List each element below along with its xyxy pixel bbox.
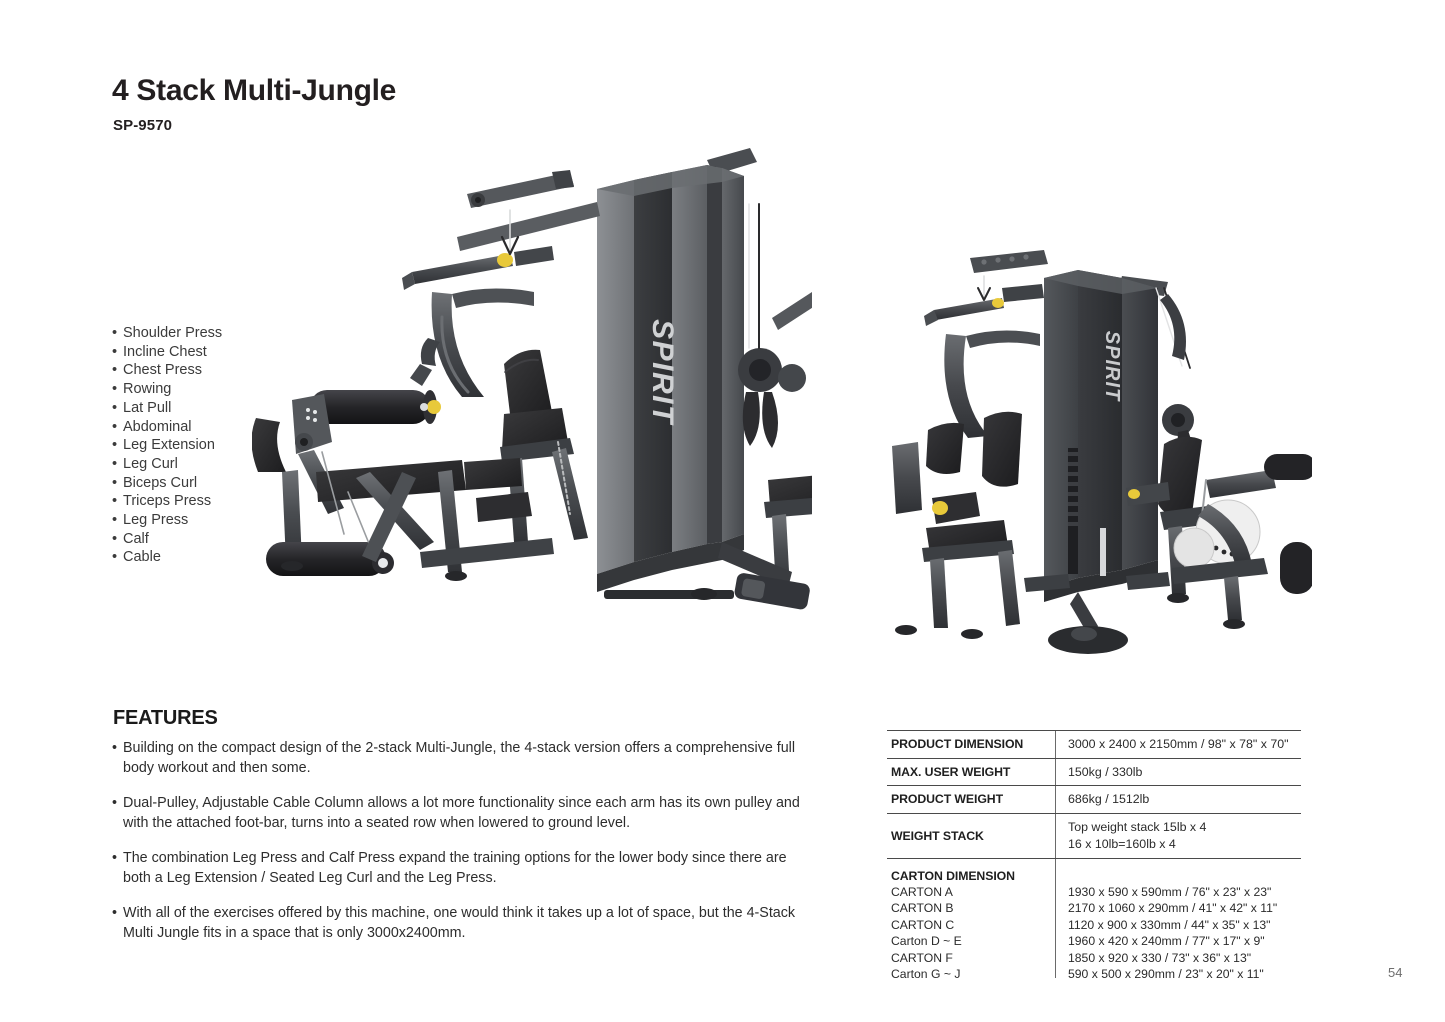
- column-divider: [1055, 758, 1057, 785]
- exercise-label: Lat Pull: [123, 399, 172, 416]
- table-row: PRODUCT DIMENSION 3000 x 2400 x 2150mm /…: [887, 730, 1301, 759]
- carton-label: CARTON C: [891, 917, 955, 932]
- list-item: •Lat Pull: [112, 399, 172, 416]
- column-divider: [1055, 786, 1057, 813]
- brand-wordmark-rear: SPIRIT: [1101, 331, 1123, 402]
- spec-value: 150kg / 330lb: [1068, 764, 1143, 779]
- bullet-glyph: •: [112, 795, 118, 811]
- carton-value: 2170 x 1060 x 290mm / 41" x 42" x 11": [1068, 901, 1278, 916]
- specifications-table: PRODUCT DIMENSION 3000 x 2400 x 2150mm /…: [887, 730, 1301, 982]
- exercise-label: Biceps Curl: [123, 474, 198, 491]
- list-item: •Chest Press: [112, 362, 202, 379]
- carton-names: CARTON DIMENSION CARTON A CARTON B CARTO…: [887, 868, 1055, 983]
- carton-label: CARTON B: [891, 901, 954, 916]
- list-item: •Leg Curl: [112, 455, 178, 472]
- features-heading: FEATURES: [113, 707, 218, 729]
- carton-heading: CARTON DIMENSION: [891, 868, 1015, 883]
- spec-label: MAX. USER WEIGHT: [891, 764, 1011, 779]
- carton-value: 590 x 500 x 290mm / 23" x 20" x 11": [1068, 966, 1264, 981]
- carton-label: CARTON F: [891, 950, 953, 965]
- column-divider: [1055, 731, 1057, 758]
- exercise-label: Leg Curl: [123, 455, 178, 472]
- list-item: •Leg Press: [112, 512, 189, 529]
- carton-value: 1120 x 900 x 330mm / 44" x 35" x 13": [1068, 917, 1271, 932]
- column-divider: [1055, 858, 1057, 979]
- exercise-label: Leg Press: [123, 512, 189, 529]
- feature-text: Building on the compact design of the 2-…: [123, 740, 796, 776]
- feature-item: • With all of the exercises offered by t…: [112, 904, 812, 943]
- exercise-label: Shoulder Press: [123, 325, 223, 341]
- feature-text: Dual-Pulley, Adjustable Cable Column all…: [123, 795, 800, 831]
- feature-item: • Dual-Pulley, Adjustable Cable Column a…: [112, 794, 812, 833]
- carton-dimensions: 1930 x 590 x 590mm / 76" x 23" x 23" 217…: [1055, 868, 1301, 983]
- spec-label: WEIGHT STACK: [891, 828, 984, 843]
- list-item: •Cable: [112, 549, 161, 566]
- exercise-label: Chest Press: [123, 362, 202, 379]
- bullet-glyph: •: [112, 905, 118, 921]
- list-item: •Rowing: [112, 381, 172, 398]
- exercise-label: Incline Chest: [123, 343, 207, 360]
- carton-label: Carton D ~ E: [891, 934, 962, 949]
- carton-dimension-block: CARTON DIMENSION CARTON A CARTON B CARTO…: [887, 858, 1301, 983]
- feature-item: • The combination Leg Press and Calf Pre…: [112, 849, 812, 888]
- list-item: •Abdominal: [112, 418, 192, 435]
- carton-value: 1930 x 590 x 590mm / 76" x 23" x 23": [1068, 884, 1272, 899]
- exercise-label: Rowing: [123, 381, 172, 398]
- carton-value: 1850 x 920 x 330 / 73" x 36" x 13": [1068, 950, 1252, 965]
- list-item: •Biceps Curl: [112, 474, 198, 491]
- product-image-rear: SPIRIT: [872, 248, 1316, 663]
- exercise-label: Leg Extension: [123, 437, 215, 454]
- bullet-glyph: •: [112, 740, 118, 756]
- table-row: WEIGHT STACK Top weight stack 15lb x 4 1…: [887, 813, 1301, 859]
- feature-text: The combination Leg Press and Calf Press…: [123, 850, 787, 886]
- table-row: MAX. USER WEIGHT 150kg / 330lb: [887, 758, 1301, 786]
- carton-value: 1960 x 420 x 240mm / 77" x 17" x 9": [1068, 934, 1265, 949]
- exercise-label: Calf: [123, 530, 149, 547]
- exercise-label: Cable: [123, 549, 161, 566]
- spec-label: PRODUCT WEIGHT: [891, 792, 1003, 807]
- spec-value: 686kg / 1512lb: [1068, 792, 1150, 806]
- features-list: • Building on the compact design of the …: [112, 739, 812, 959]
- product-image-front: SPIRIT: [251, 142, 904, 647]
- model-number: SP-9570: [113, 117, 173, 134]
- exercise-list: •Shoulder Press •Incline Chest •Chest Pr…: [112, 324, 222, 567]
- exercise-label: Abdominal: [123, 418, 192, 435]
- carton-label: CARTON A: [891, 884, 953, 899]
- column-divider: [1055, 813, 1057, 858]
- list-item: •Calf: [112, 530, 149, 547]
- exercise-label: Triceps Press: [123, 493, 212, 510]
- list-item: •Triceps Press: [112, 493, 212, 510]
- feature-item: • Building on the compact design of the …: [112, 739, 812, 778]
- bullet-glyph: •: [112, 850, 118, 866]
- carton-label: Carton G ~ J: [891, 966, 961, 981]
- page-number: 54: [1388, 965, 1403, 980]
- page-title: 4 Stack Multi-Jungle: [112, 74, 397, 107]
- list-item: •Shoulder Press: [112, 325, 223, 341]
- spec-value: Top weight stack 15lb x 4 16 x 10lb=160l…: [1068, 820, 1207, 851]
- list-item: •Incline Chest: [112, 343, 207, 360]
- brand-wordmark: SPIRIT: [646, 319, 679, 426]
- feature-text: With all of the exercises offered by thi…: [123, 905, 796, 941]
- list-item: •Leg Extension: [112, 437, 215, 454]
- spec-value: 3000 x 2400 x 2150mm / 98" x 78" x 70": [1068, 737, 1289, 751]
- spec-label: PRODUCT DIMENSION: [891, 737, 1024, 752]
- table-row: PRODUCT WEIGHT 686kg / 1512lb: [887, 786, 1301, 814]
